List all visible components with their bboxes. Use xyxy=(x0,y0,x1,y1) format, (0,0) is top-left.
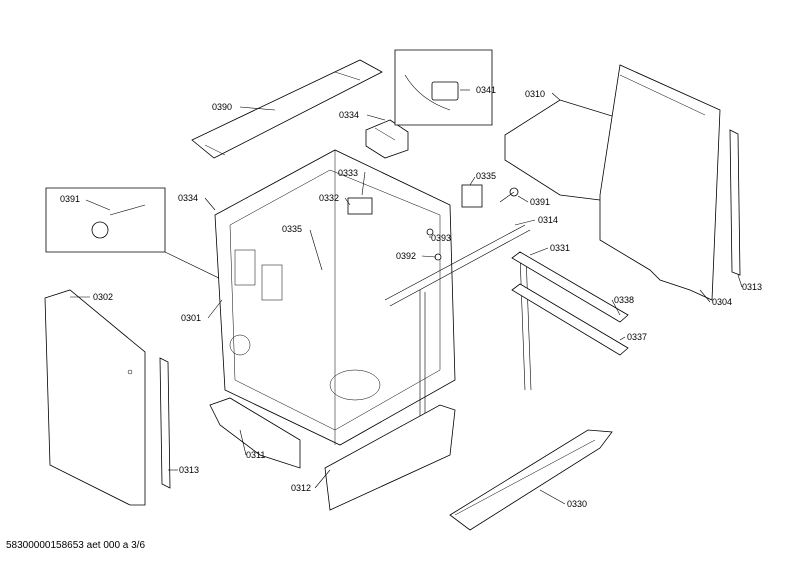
part-0337-rail[interactable] xyxy=(511,283,629,356)
part-0302-left-panel[interactable] xyxy=(44,289,146,506)
label-0341: 0341 xyxy=(476,85,496,95)
label-0333: 0333 xyxy=(338,168,358,178)
leader-lines xyxy=(70,89,743,505)
label-0302: 0302 xyxy=(93,292,113,302)
label-0338: 0338 xyxy=(614,295,634,305)
label-0393: 0393 xyxy=(431,233,451,243)
document-id-footer: 58300000158653 aet 000 a 3/6 xyxy=(6,540,146,551)
part-0393-fitting[interactable] xyxy=(426,228,434,236)
part-0301-tub-body[interactable] xyxy=(214,149,456,446)
label-0311: 0311 xyxy=(246,450,265,460)
label-0391-left: 0391 xyxy=(60,194,80,204)
label-0310: 0310 xyxy=(525,89,545,99)
part-0334-bracket-top[interactable] xyxy=(365,119,409,159)
part-0304-side-panel[interactable] xyxy=(599,64,721,301)
part-0338-rail[interactable] xyxy=(511,251,629,323)
part-0313-left-strip[interactable] xyxy=(159,357,171,489)
part-0314-frame-rod[interactable] xyxy=(384,224,531,307)
label-0334-top: 0334 xyxy=(339,110,359,120)
screw-0391[interactable] xyxy=(499,187,519,203)
label-0332: 0332 xyxy=(319,193,339,203)
label-0331: 0331 xyxy=(550,243,570,253)
part-0311-base-plinth[interactable] xyxy=(209,397,301,469)
label-0313-left: 0313 xyxy=(179,465,199,475)
label-0390: 0390 xyxy=(212,102,232,112)
part-0331-rail-frame[interactable] xyxy=(519,254,532,391)
label-0392: 0392 xyxy=(396,251,416,261)
label-0335-right: 0335 xyxy=(476,171,496,181)
label-0334-left: 0334 xyxy=(178,193,198,203)
part-0332-clip[interactable] xyxy=(347,197,373,215)
part-0335-bracket-right[interactable] xyxy=(461,184,483,208)
label-0301: 0301 xyxy=(181,313,201,323)
label-0314: 0314 xyxy=(538,215,558,225)
label-0304: 0304 xyxy=(712,297,732,307)
label-0337: 0337 xyxy=(627,332,647,342)
part-0330-bottom-tray[interactable] xyxy=(449,429,613,531)
label-0313-right: 0313 xyxy=(742,282,762,292)
label-0391-right: 0391 xyxy=(530,197,550,207)
part-0312-lower-panel[interactable] xyxy=(324,404,456,511)
part-0390-top-strip[interactable] xyxy=(191,59,383,159)
label-0335-left: 0335 xyxy=(282,224,302,234)
label-0312: 0312 xyxy=(291,483,311,493)
label-0330: 0330 xyxy=(567,499,587,509)
inset-box-0341 xyxy=(394,49,493,126)
part-0313-right-strip[interactable] xyxy=(729,129,741,276)
